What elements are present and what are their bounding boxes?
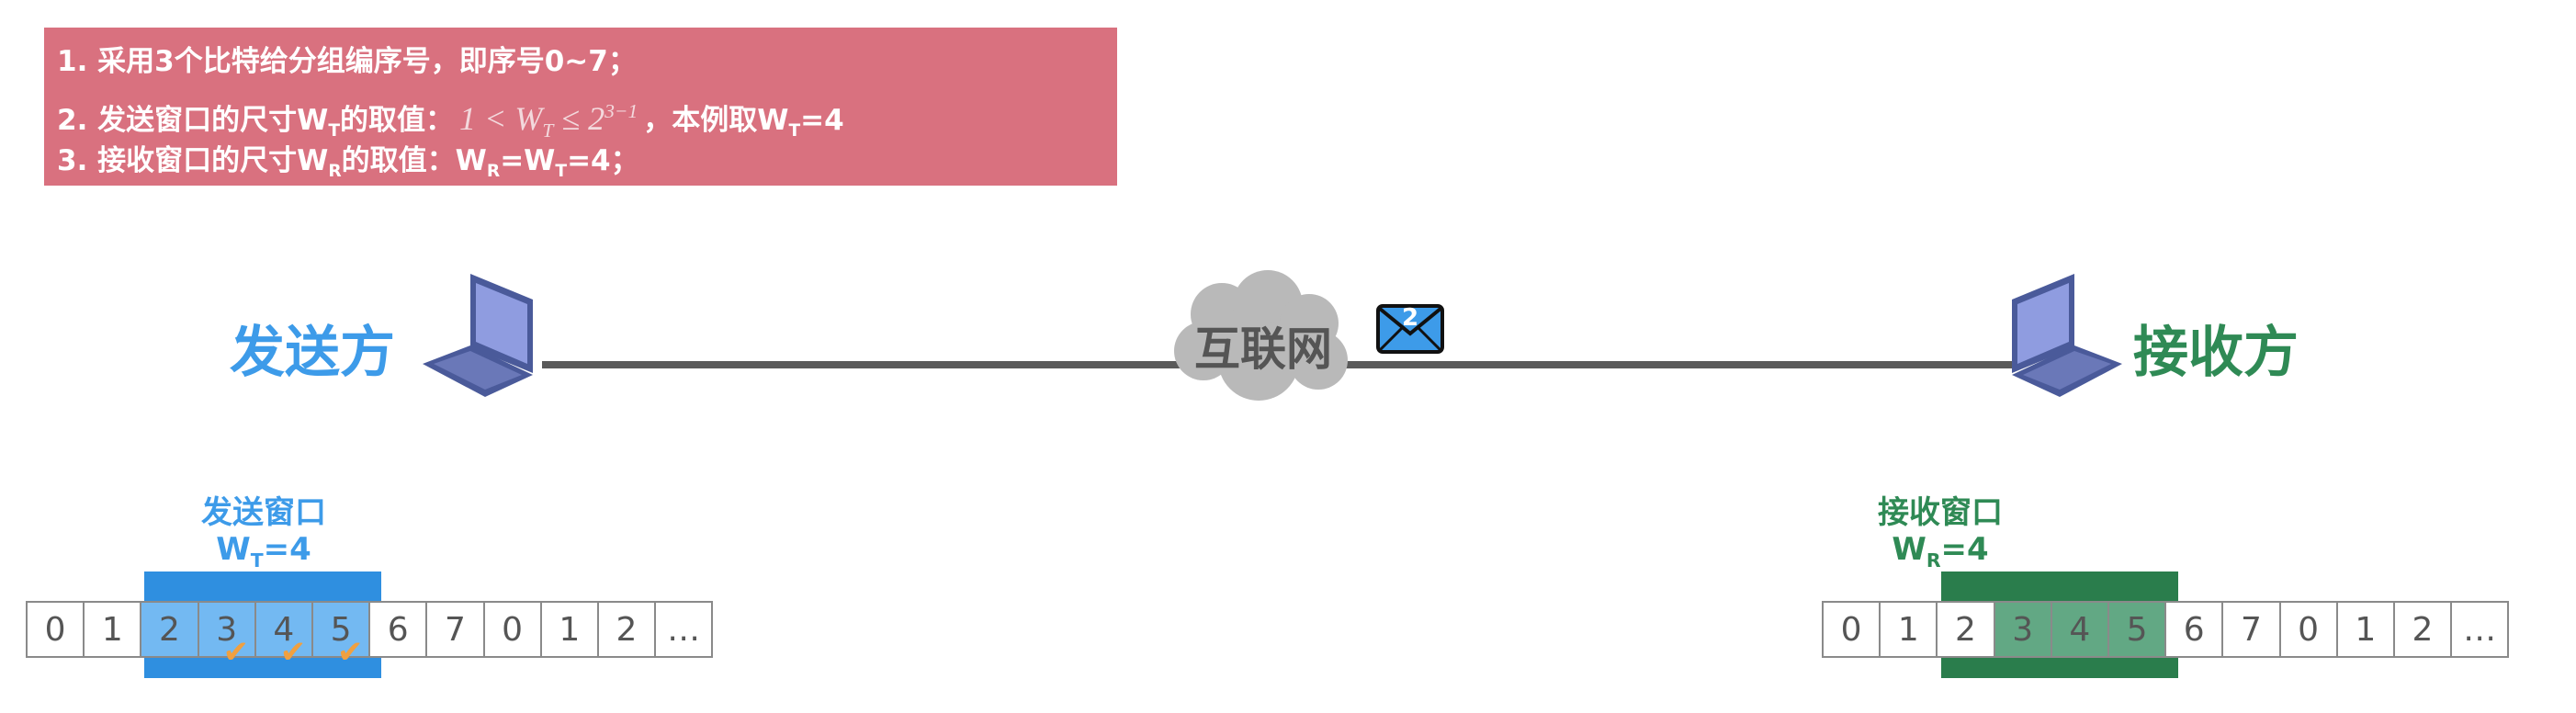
sequence-cell: 3 [1993,601,2052,658]
sequence-number: 2 [1955,610,1976,649]
sequence-cell: 0 [26,601,85,658]
sequence-number: 1 [101,610,123,649]
w-symbol: W [1892,531,1926,568]
sequence-cell: 1 [83,601,142,658]
sender-label: 发送方 [230,321,395,385]
formula-text: 1 < W [459,100,543,137]
note-sub: T [328,121,341,141]
note-sub: T [788,121,801,141]
sequence-cell: … [2450,601,2510,658]
sequence-number: 3 [2012,610,2034,649]
sequence-number: 0 [502,610,524,649]
sequence-number: 2 [616,610,638,649]
internet-label: 互联网 [1194,323,1332,376]
sender-window-size: WT=4 [126,531,401,572]
sequence-cell: … [654,601,714,658]
note-text: =W [500,144,556,177]
w-value: =4 [1940,531,1989,568]
sequence-number: 7 [444,610,466,649]
sequence-cell: 0 [2278,601,2338,658]
receiver-window-size: WR=4 [1802,531,2078,572]
w-symbol: W [216,531,251,568]
sequence-number: 0 [1840,610,1862,649]
receiver-window-label: 接收窗口 [1878,494,2003,531]
sequence-cell: 2 [140,601,199,658]
internet-cloud-icon [1174,270,1348,401]
sequence-cell: 2 [2392,601,2453,658]
sequence-number: 6 [387,610,409,649]
sequence-number: 5 [2126,610,2148,649]
ack-check-icon: ✔ [336,634,364,671]
sequence-number: 1 [1897,610,1919,649]
sequence-cell: 5✔ [311,601,371,671]
sequence-cell: 2 [1936,601,1995,658]
note-text: 3. 接收窗口的尺寸W [57,144,329,177]
sequence-cell: 4 [2050,601,2109,658]
formula: 1 < WT ≤ 23−1 [459,100,638,141]
receiver-label: 接收方 [2133,321,2299,385]
sequence-cell: 4✔ [254,601,313,671]
note-text: =4； [567,144,639,177]
formula-text: ≤ 2 [553,100,605,137]
sequence-number: … [2463,610,2497,649]
sequence-number: 4 [273,610,295,649]
note-line-3: 3. 接收窗口的尺寸WR的取值：WR=WT=4； [57,136,1117,186]
sequence-number: 0 [2298,610,2320,649]
sequence-cell: 1 [1879,601,1938,658]
sequence-number: 2 [159,610,180,649]
sequence-number: 5 [330,610,352,649]
sequence-number: 0 [44,610,66,649]
sequence-number: 1 [559,610,581,649]
note-text: =4 [800,104,844,137]
sequence-number: 3 [216,610,238,649]
sequence-number: … [667,610,701,649]
sequence-cell: 0 [482,601,542,658]
w-sub: T [250,549,264,572]
note-line-2: 2. 发送窗口的尺寸WT的取值：1 < WT ≤ 23−1，本例取WT=4 [57,86,1117,141]
sequence-cell: 1 [539,601,599,658]
sequence-cell: 3✔ [197,601,256,671]
note-sub: R [486,162,501,182]
packet: 2 [1376,304,1444,354]
w-value: =4 [263,531,311,568]
sequence-number: 7 [2240,610,2262,649]
sender-laptop-icon [423,274,533,397]
rules-note: 1. 采用3个比特给分组编序号，即序号0~7； 2. 发送窗口的尺寸WT的取值：… [44,28,1117,186]
sequence-cell: 1 [2335,601,2395,658]
note-sub: R [328,162,342,182]
sequence-number: 1 [2355,610,2377,649]
sequence-number: 4 [2069,610,2091,649]
sequence-cell: 0 [1822,601,1881,658]
formula-sub: T [542,119,554,142]
sender-window-label: 发送窗口 [201,494,326,531]
sequence-cell: 7 [2221,601,2281,658]
sequence-cell: 2 [596,601,657,658]
ack-check-icon: ✔ [279,634,307,671]
packet-number: 2 [1402,304,1419,332]
formula-sup: 3−1 [604,100,638,122]
sequence-cell: 6 [368,601,428,658]
envelope-icon [1376,304,1444,354]
note-text: 1. 采用3个比特给分组编序号，即序号0~7； [57,45,637,78]
sequence-cell: 6 [2164,601,2224,658]
ack-check-icon: ✔ [222,634,250,671]
note-text: 2. 发送窗口的尺寸W [57,104,329,137]
sequence-cell: 5 [2107,601,2167,658]
sequence-number: 2 [2412,610,2434,649]
note-sub: T [555,162,568,182]
note-text: ，本例取W [643,104,789,137]
receiver-laptop-icon [2012,274,2122,397]
w-sub: R [1926,549,1941,572]
sequence-cell: 7 [425,601,485,658]
note-text: 的取值： [340,104,455,137]
sequence-number: 6 [2183,610,2205,649]
note-text: 的取值：W [341,144,487,177]
note-line-1: 1. 采用3个比特给分组编序号，即序号0~7； [57,37,1117,86]
